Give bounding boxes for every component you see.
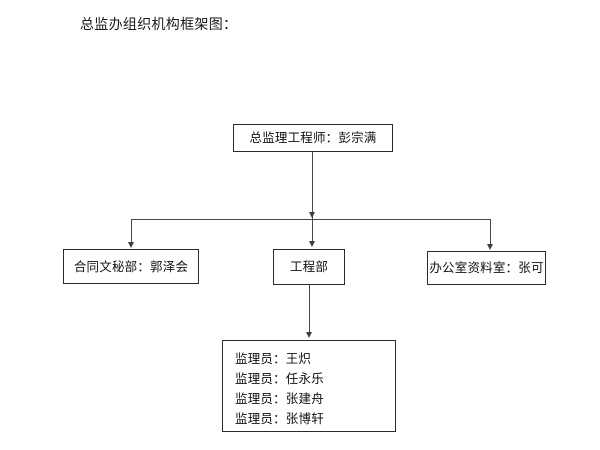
- node-office-label: 办公室资料室：张可: [429, 260, 544, 275]
- arrow-icon-to-supervisors: [305, 332, 312, 338]
- list-item: 监理员：张建舟: [235, 391, 324, 406]
- node-contract-label: 合同文秘部：郭泽会: [73, 258, 189, 274]
- connector-bus-to-office: [490, 219, 491, 245]
- node-chief-label: 总监理工程师：彭宗满: [249, 130, 377, 145]
- list-item: 监理员：王炽: [235, 351, 312, 366]
- node-engineering-dept: 工程部: [273, 249, 345, 285]
- connector-bus-to-engineering: [312, 219, 313, 242]
- arrow-icon-to-engineering: [308, 241, 315, 247]
- arrow-icon-to-office: [486, 244, 493, 250]
- connector-chief-to-bus-segment: [312, 186, 313, 213]
- node-engineering-label: 工程部: [289, 259, 329, 274]
- connector-engineering-to-supervisors: [309, 285, 310, 333]
- connector-horizontal-bus: [131, 219, 490, 220]
- node-contract-secretarial-dept: 合同文秘部：郭泽会: [63, 249, 199, 284]
- node-chief-supervising-engineer: 总监理工程师：彭宗满: [233, 124, 393, 152]
- connector-chief-trunk: [312, 152, 313, 219]
- node-office-archives: 办公室资料室：张可: [427, 251, 546, 285]
- page-title: 总监办组织机构框架图：: [80, 17, 238, 33]
- list-item: 监理员：张博轩: [235, 411, 324, 426]
- connector-bus-to-contract: [131, 219, 132, 243]
- list-item: 监理员：任永乐: [235, 371, 324, 386]
- arrow-icon-chief-to-bus: [308, 212, 315, 218]
- node-supervisors-list: 监理员：王炽 监理员：任永乐 监理员：张建舟 监理员：张博轩: [222, 340, 396, 432]
- arrow-icon-to-contract: [127, 242, 134, 248]
